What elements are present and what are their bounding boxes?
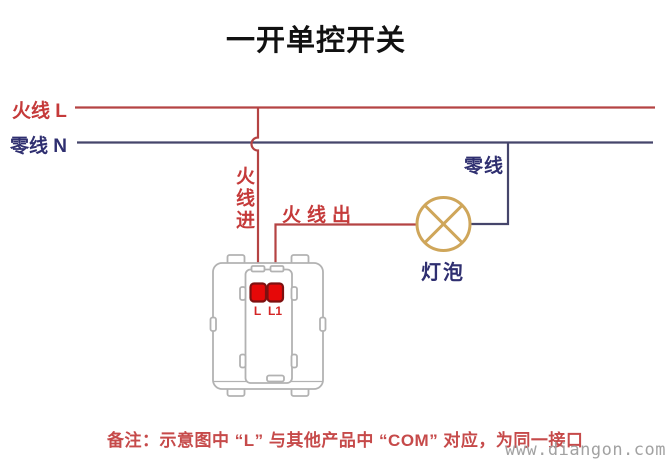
panel-clip-upper-left [239, 286, 247, 301]
terminal-l [249, 282, 268, 303]
bulb-label: 灯泡 [421, 262, 465, 284]
panel-clip-lower-left [239, 353, 247, 369]
panel-clip-upper-right [290, 286, 298, 301]
bulb-icon [415, 196, 472, 252]
watermark: www.diangon.com [504, 440, 666, 460]
terminal-l1-label: L1 [267, 304, 282, 318]
neutral-branch-label: 零线 [464, 156, 505, 177]
panel-notch-left [250, 265, 266, 273]
page-title: 一开单控开关 [225, 25, 406, 57]
bulb-cross [423, 204, 464, 244]
live-out-label: 火线出 [282, 205, 358, 226]
note: 备注：示意图中 “L” 与其他产品中 “COM” 对应，为同一接口 [107, 431, 584, 450]
switch-device [209, 254, 327, 397]
body-clip-left [209, 316, 217, 332]
live-in-label: 火线进 [233, 166, 254, 232]
panel-bottom-notch [266, 374, 285, 383]
neutral-branch-wire [470, 143, 510, 226]
live-wire-label: 火线 L [12, 101, 67, 122]
terminal-l1 [266, 282, 285, 303]
panel-notch-right [269, 265, 285, 273]
live-in-wire [250, 108, 260, 288]
panel-clip-lower-right [290, 353, 298, 369]
body-clip-right [319, 316, 327, 332]
terminal-l-label: L [253, 304, 262, 318]
neutral-wire-label: 零线 N [10, 136, 68, 157]
